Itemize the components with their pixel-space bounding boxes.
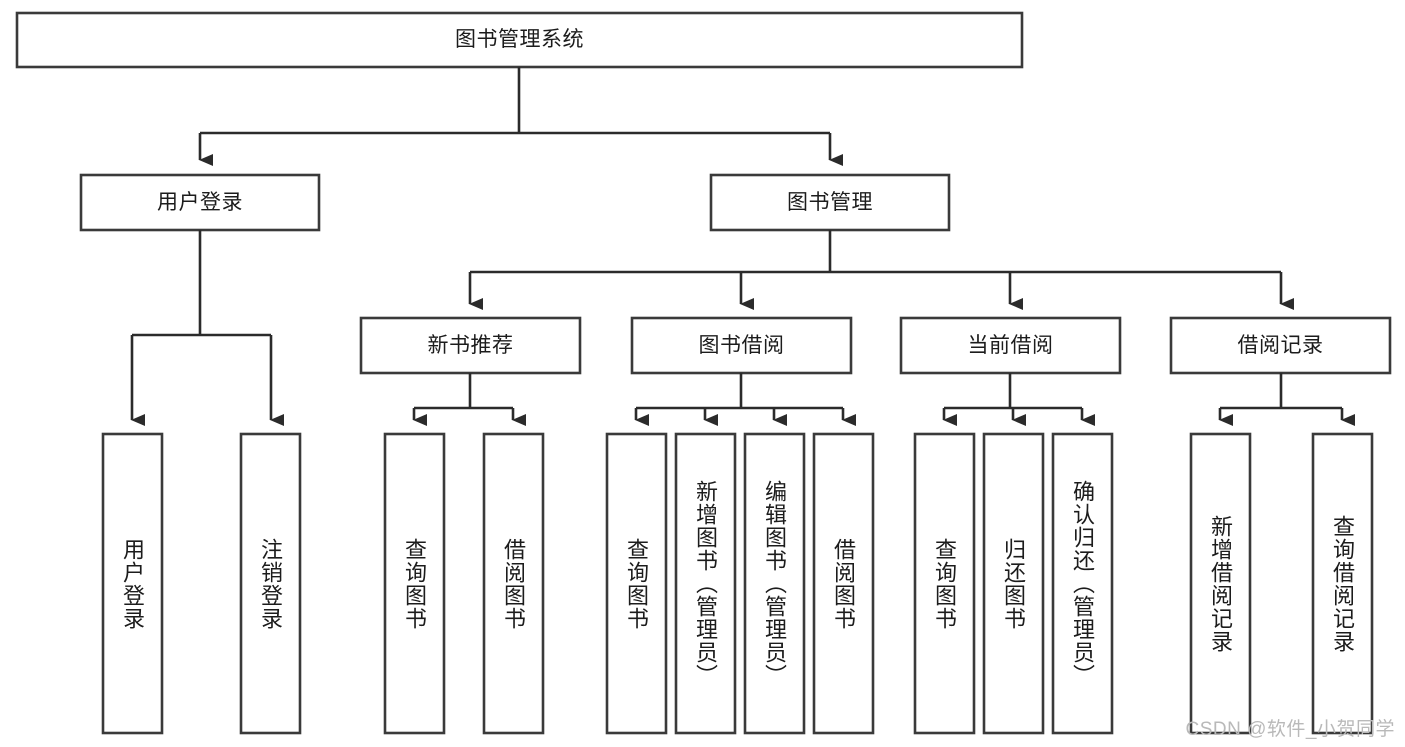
connector-new-book-recommend-to-leaves [412, 373, 526, 426]
leaf-edit-book-admin[interactable] [743, 432, 806, 735]
node-borrow-records[interactable] [1169, 316, 1392, 375]
leaf-logout[interactable] [239, 432, 302, 735]
node-book-management[interactable] [709, 173, 951, 232]
connector-book-management-to-level3 [468, 230, 1294, 310]
leaf-add-borrow-record[interactable] [1189, 432, 1252, 735]
leaf-add-book-admin[interactable] [674, 432, 737, 735]
node-new-book-recommend[interactable] [359, 316, 582, 375]
connector-book-borrow-to-leaves [634, 373, 856, 426]
node-book-borrow[interactable] [630, 316, 853, 375]
leaf-query-book-current[interactable] [913, 432, 976, 735]
leaf-borrow-book[interactable] [812, 432, 875, 735]
leaf-query-book-borrow[interactable] [605, 432, 668, 735]
leaf-user-login[interactable] [101, 432, 164, 735]
node-root-book-management-system[interactable] [15, 11, 1024, 69]
leaf-confirm-return-admin[interactable] [1051, 432, 1114, 735]
leaf-borrow-book-recommend[interactable] [482, 432, 545, 735]
leaf-return-book[interactable] [982, 432, 1045, 735]
node-current-borrow[interactable] [899, 316, 1122, 375]
leaf-query-book-recommend[interactable] [383, 432, 446, 735]
connector-user-login-to-leaves [130, 230, 284, 426]
node-user-login[interactable] [79, 173, 321, 232]
connector-borrow-records-to-leaves [1218, 373, 1355, 426]
leaf-query-borrow-record[interactable] [1311, 432, 1374, 735]
connector-current-borrow-to-leaves [942, 373, 1095, 426]
connector-root-to-level2 [198, 67, 843, 166]
